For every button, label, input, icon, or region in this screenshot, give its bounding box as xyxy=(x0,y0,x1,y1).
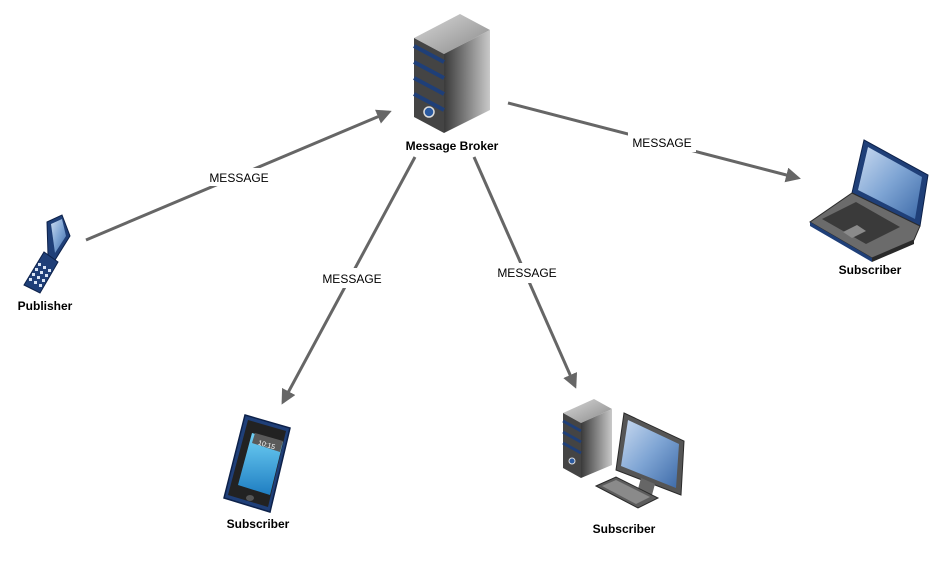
edge-label: MESSAGE xyxy=(209,171,268,185)
laptop-icon xyxy=(809,139,929,262)
node-subscriber-laptop: Subscriber xyxy=(809,139,929,277)
smartphone-icon: 10:15 xyxy=(223,414,291,513)
edge-publisher-to-broker: MESSAGE xyxy=(85,109,392,242)
flip-phone-icon xyxy=(23,214,71,294)
edge-broker-to-smartphone: MESSAGE xyxy=(281,156,417,405)
edge-label: MESSAGE xyxy=(322,272,381,286)
svg-text:10:15: 10:15 xyxy=(257,440,276,452)
node-label-broker: Message Broker xyxy=(406,139,499,153)
edge-broker-to-desktop: MESSAGE xyxy=(472,156,578,389)
node-label-sub-desktop: Subscriber xyxy=(593,522,656,536)
server-icon xyxy=(413,14,490,133)
node-message-broker: Message Broker xyxy=(406,14,499,153)
desktop-computer-icon xyxy=(562,399,685,509)
node-label-sub-smartphone: Subscriber xyxy=(227,517,290,531)
node-subscriber-smartphone: 10:15 Subscriber xyxy=(223,414,291,531)
node-label-publisher: Publisher xyxy=(18,299,73,313)
node-label-sub-laptop: Subscriber xyxy=(839,263,902,277)
node-subscriber-desktop: Subscriber xyxy=(562,399,685,536)
edge-label: MESSAGE xyxy=(497,266,556,280)
edge-broker-to-laptop: MESSAGE xyxy=(507,101,801,183)
edge-label: MESSAGE xyxy=(632,136,691,150)
node-publisher: Publisher xyxy=(18,214,73,313)
